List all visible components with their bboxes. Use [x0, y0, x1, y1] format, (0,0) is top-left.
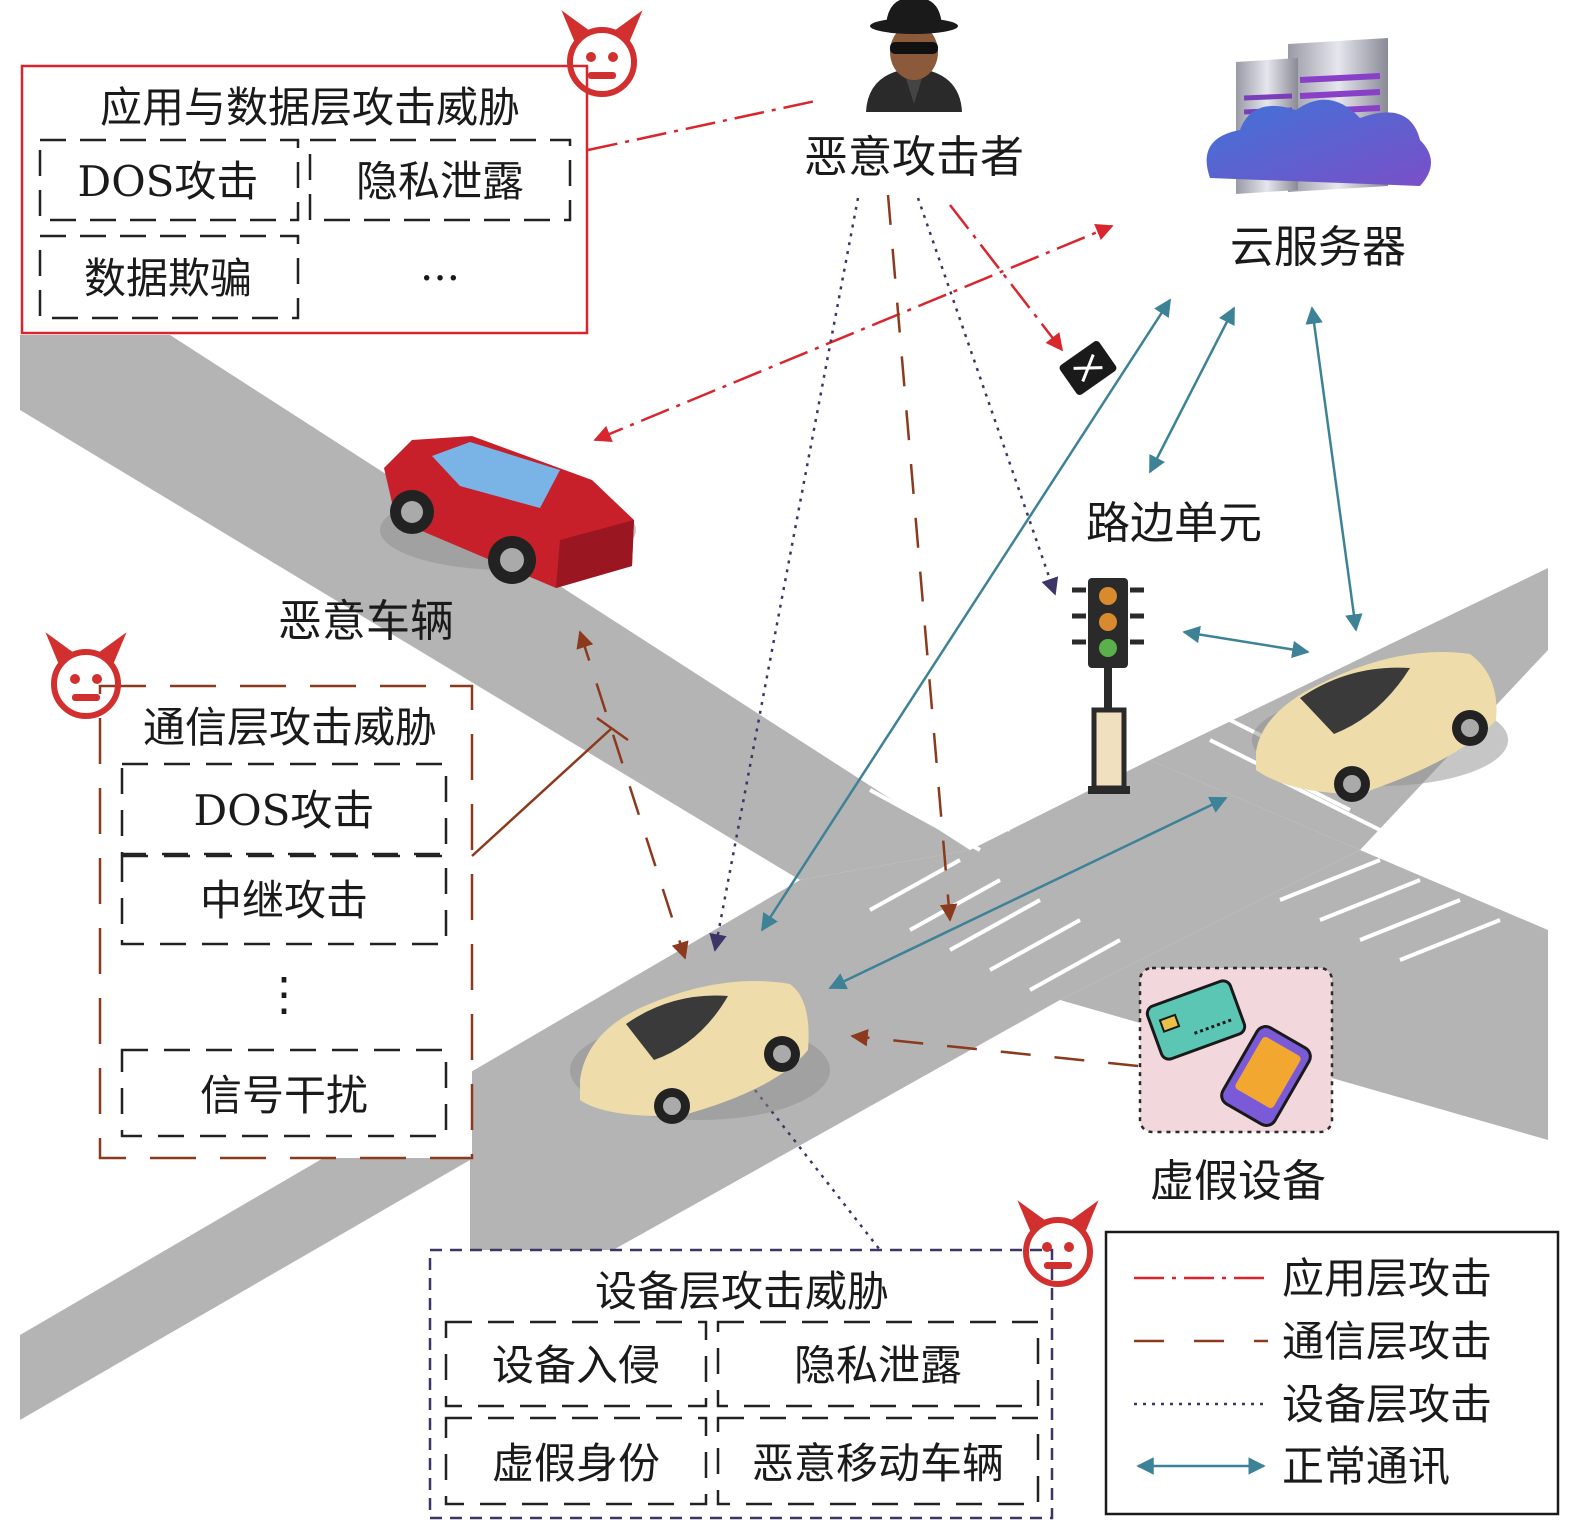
comm-item-frame-2 [120, 854, 448, 946]
comm-threat-frame [98, 684, 474, 1160]
malicious-car-label: 恶意车辆 [278, 596, 454, 647]
app-item-1: DOS攻击 [78, 157, 259, 206]
comm-item-3: ⋮ [261, 967, 307, 1021]
normal-car-car2 [828, 796, 1228, 990]
device-item-frame-4 [716, 1416, 1040, 1506]
attacker-label: 恶意攻击者 [804, 132, 1024, 183]
app-threat-box: 应用与数据层攻击威胁 DOS攻击 隐私泄露 数据欺骗 ... [20, 64, 589, 335]
device-attack-link-box [754, 1089, 881, 1251]
comm-link-box [471, 727, 613, 857]
comm-item-1: DOS攻击 [194, 786, 375, 835]
card-and-phone-icon [1138, 966, 1334, 1134]
device-item-frame-3 [444, 1416, 708, 1506]
legend: 应用层攻击 通信层攻击 设备层攻击 正常通讯 [1104, 1230, 1560, 1516]
device-threat-box: 设备层攻击威胁 设备入侵 隐私泄露 虚假身份 恶意移动车辆 [428, 1248, 1054, 1520]
app-attack-link-box [587, 98, 821, 152]
comm-item-frame-4 [120, 1048, 448, 1138]
app-item-frame-1 [38, 138, 300, 222]
comm-item-2: 中继攻击 [200, 876, 368, 925]
device-item-4: 恶意移动车辆 [752, 1439, 1004, 1488]
app-threat-title: 应用与数据层攻击威胁 [100, 83, 520, 132]
comm-threat-title: 通信层攻击威胁 [143, 703, 437, 752]
blocked-signal-icon [1059, 341, 1117, 395]
comm-link-tick [596, 716, 629, 742]
cloud-server-icon [1206, 38, 1431, 194]
devil-face-icon [45, 632, 127, 719]
red-car-icon [380, 436, 636, 588]
cloud-label: 云服务器 [1230, 222, 1406, 273]
device-item-frame-2 [716, 1320, 1040, 1408]
device-item-1: 设备入侵 [492, 1341, 660, 1390]
legend-label-comm: 通信层攻击 [1282, 1317, 1492, 1366]
legend-label-app: 应用层攻击 [1282, 1254, 1492, 1303]
app-threat-frame [20, 64, 589, 335]
legend-label-normal: 正常通讯 [1282, 1442, 1450, 1491]
devil-face-icon [1017, 1200, 1099, 1287]
app-attack-to-cloud [593, 223, 1114, 443]
app-item-frame-2 [308, 138, 572, 222]
comm-attack-malicious-car [576, 630, 689, 960]
app-item-frame-3 [38, 234, 300, 320]
comm-attack-fake-device [850, 1028, 1139, 1068]
device-threat-frame [428, 1248, 1054, 1520]
normal-rsu-car2 [1182, 625, 1310, 659]
rsu-label: 路边单元 [1086, 498, 1262, 549]
device-item-2: 隐私泄露 [794, 1341, 962, 1390]
hacker-icon [866, 0, 962, 112]
normal-cloud-car2 [1305, 306, 1363, 632]
traffic-light-icon [1072, 578, 1144, 794]
fake-device-label: 虚假设备 [1150, 1156, 1326, 1207]
device-item-frame-1 [444, 1320, 708, 1408]
road-diagonal-upper [20, 335, 970, 880]
beige-car-icon [1252, 652, 1508, 802]
connections [471, 98, 1363, 1251]
app-item-4: ... [420, 241, 460, 290]
app-item-2: 隐私泄露 [356, 157, 524, 206]
comm-threat-box: 通信层攻击威胁 DOS攻击 中继攻击 ⋮ 信号干扰 [98, 684, 474, 1160]
devil-face-icon [561, 10, 643, 97]
device-item-3: 虚假身份 [492, 1439, 660, 1488]
app-attack-to-blocked [949, 204, 1064, 352]
app-item-3: 数据欺骗 [84, 254, 252, 303]
beige-car-icon [570, 981, 830, 1124]
comm-item-4: 信号干扰 [200, 1071, 368, 1120]
normal-cloud-rsu [1148, 306, 1236, 474]
device-threat-title: 设备层攻击威胁 [595, 1267, 889, 1316]
legend-label-device: 设备层攻击 [1282, 1380, 1492, 1429]
